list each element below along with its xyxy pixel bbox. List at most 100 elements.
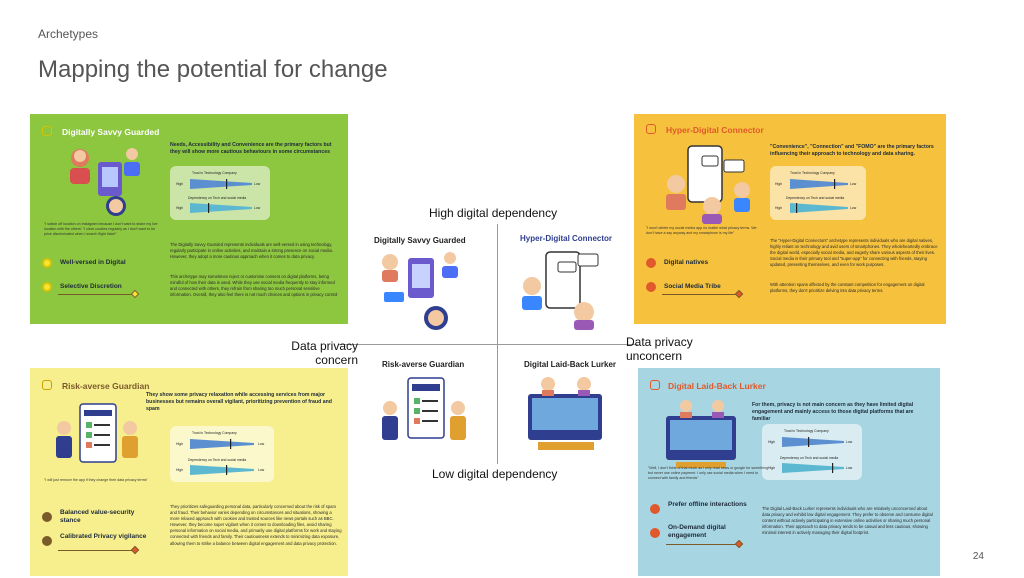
chart-box: Trust in Technology Company High Low Dep… bbox=[170, 426, 274, 482]
trait-label: Well-versed in Digital bbox=[60, 259, 126, 266]
trait-label: Digital natives bbox=[664, 259, 709, 266]
card-lead: They show some privacy relaxation while … bbox=[146, 392, 332, 413]
high-label: High bbox=[176, 206, 183, 210]
axis-right-label: Data privacy unconcern bbox=[626, 335, 693, 363]
eyebrow-label: Archetypes bbox=[38, 27, 99, 41]
card-body-2: This archetype may sometimes reject or c… bbox=[170, 274, 338, 298]
lurker-illustration bbox=[666, 400, 736, 468]
high-label: High bbox=[176, 442, 183, 446]
low-label: Low bbox=[850, 182, 857, 186]
high-label: High bbox=[775, 206, 782, 210]
card-lead: Needs, Accessibility and Convenience are… bbox=[170, 142, 332, 156]
axis-bottom-label: Low digital dependency bbox=[432, 467, 558, 481]
risk-averse-illustration bbox=[382, 377, 466, 440]
chat-icon bbox=[646, 124, 656, 134]
trait-label: Selective Discretion bbox=[60, 283, 122, 290]
trait-label: Balanced value-security stance bbox=[60, 509, 135, 525]
chart-box: Trust in Technology Company High Low Dep… bbox=[770, 166, 866, 220]
card-body: The Digitally Savvy Guarded represents i… bbox=[170, 242, 333, 260]
hyper-digital-illustration bbox=[522, 251, 599, 330]
dependency-label: Dependency on Tech and social media bbox=[786, 196, 845, 200]
divider bbox=[666, 544, 736, 545]
trust-label: Trust in Technology Company bbox=[790, 171, 835, 175]
card-quote: "Well, I don't think of that much as I o… bbox=[648, 466, 768, 481]
trust-label: Trust in Technology Company bbox=[192, 431, 237, 435]
axis-left-label: Data privacy concern bbox=[291, 339, 358, 367]
card-quote: "I won't delete my social media app no m… bbox=[646, 226, 757, 236]
horizontal-axis bbox=[338, 344, 638, 345]
trust-gauge bbox=[782, 437, 844, 447]
card-lead: "Convenience", "Connection" and "FOMO" a… bbox=[770, 144, 934, 158]
chat-icon bbox=[650, 380, 660, 390]
trust-gauge bbox=[790, 179, 848, 189]
quadrant-label-bottom-right: Digital Laid-Back Lurker bbox=[524, 360, 617, 369]
high-label: High bbox=[176, 468, 183, 472]
card-title: Risk-averse Guardian bbox=[62, 381, 150, 391]
axis-top-label: High digital dependency bbox=[429, 206, 558, 220]
diamond-icon bbox=[130, 289, 140, 299]
card-title: Digital Laid-Back Lurker bbox=[668, 381, 766, 391]
people-illustration bbox=[70, 148, 140, 216]
card-quote: "I switch off location on Instagram beca… bbox=[44, 222, 158, 237]
quadrant-label-top-right: Hyper-Digital Connector bbox=[520, 234, 613, 243]
page-number: 24 bbox=[972, 551, 984, 562]
high-label: High bbox=[768, 440, 775, 444]
dependency-gauge bbox=[790, 203, 848, 213]
trust-gauge bbox=[190, 439, 254, 449]
card-laid-back-lurker: Digital Laid-Back Lurker For them, priva… bbox=[638, 368, 940, 576]
low-label: Low bbox=[254, 206, 261, 210]
savvy-guarded-illustration bbox=[382, 252, 458, 330]
trust-label: Trust in Technology Company bbox=[784, 429, 829, 433]
trait-bullet bbox=[650, 528, 660, 538]
card-title: Hyper-Digital Connector bbox=[666, 125, 764, 135]
chart-box: Trust in Technology Company High Low Dep… bbox=[762, 424, 862, 480]
trait-label: Calibrated Privacy vigilance bbox=[60, 533, 147, 540]
low-label: Low bbox=[258, 468, 265, 472]
chat-icon bbox=[42, 126, 52, 136]
trust-label: Trust in Technology Company bbox=[192, 171, 237, 175]
trust-gauge bbox=[190, 179, 252, 189]
trait-label: Prefer offline interactions bbox=[668, 501, 747, 508]
dependency-label: Dependency on Tech and social media bbox=[188, 196, 247, 200]
card-risk-averse: Risk-averse Guardian They show some priv… bbox=[30, 368, 348, 576]
policies-illustration bbox=[56, 403, 138, 463]
page-title: Mapping the potential for change bbox=[38, 56, 388, 83]
diamond-icon bbox=[734, 539, 744, 549]
low-label: Low bbox=[846, 440, 853, 444]
dependency-label: Dependency on Tech and social media bbox=[188, 458, 247, 462]
card-body: The "Hyper-Digital Connectors" archetype… bbox=[770, 238, 938, 268]
low-label: Low bbox=[258, 442, 265, 446]
divider bbox=[58, 294, 132, 295]
trait-bullet bbox=[650, 504, 660, 514]
vertical-axis bbox=[497, 224, 498, 464]
trait-bullet bbox=[42, 258, 52, 268]
trait-label: On-Demand digital engagement bbox=[668, 524, 726, 540]
trait-bullet bbox=[42, 512, 52, 522]
trait-bullet bbox=[42, 282, 52, 292]
chat-icon bbox=[42, 380, 52, 390]
trait-bullet bbox=[646, 282, 656, 292]
card-quote: "I will just remove the app if they chan… bbox=[44, 478, 148, 482]
card-body-2: With attention spans affected by the con… bbox=[770, 282, 925, 294]
card-lead: For them, privacy is not main concern as… bbox=[752, 402, 914, 423]
low-label: Low bbox=[254, 182, 261, 186]
low-label: Low bbox=[850, 206, 857, 210]
laid-back-lurker-illustration bbox=[528, 377, 602, 450]
divider bbox=[662, 294, 736, 295]
low-label: Low bbox=[846, 466, 853, 470]
card-title: Digitally Savvy Guarded bbox=[62, 127, 160, 137]
diamond-icon bbox=[130, 545, 140, 555]
high-label: High bbox=[768, 466, 775, 470]
diamond-icon bbox=[734, 289, 744, 299]
high-label: High bbox=[775, 182, 782, 186]
trait-bullet bbox=[646, 258, 656, 268]
dependency-gauge bbox=[190, 203, 252, 213]
quadrant-label-top-left: Digitally Savvy Guarded bbox=[374, 236, 466, 245]
divider bbox=[58, 550, 132, 551]
trait-label: Social Media Tribe bbox=[664, 283, 721, 290]
dependency-gauge bbox=[782, 463, 844, 473]
card-body: They prioritizes safeguarding personal d… bbox=[170, 504, 342, 546]
dependency-gauge bbox=[190, 465, 254, 475]
high-label: High bbox=[176, 182, 183, 186]
quadrant-label-bottom-left: Risk-averse Guardian bbox=[382, 360, 465, 369]
